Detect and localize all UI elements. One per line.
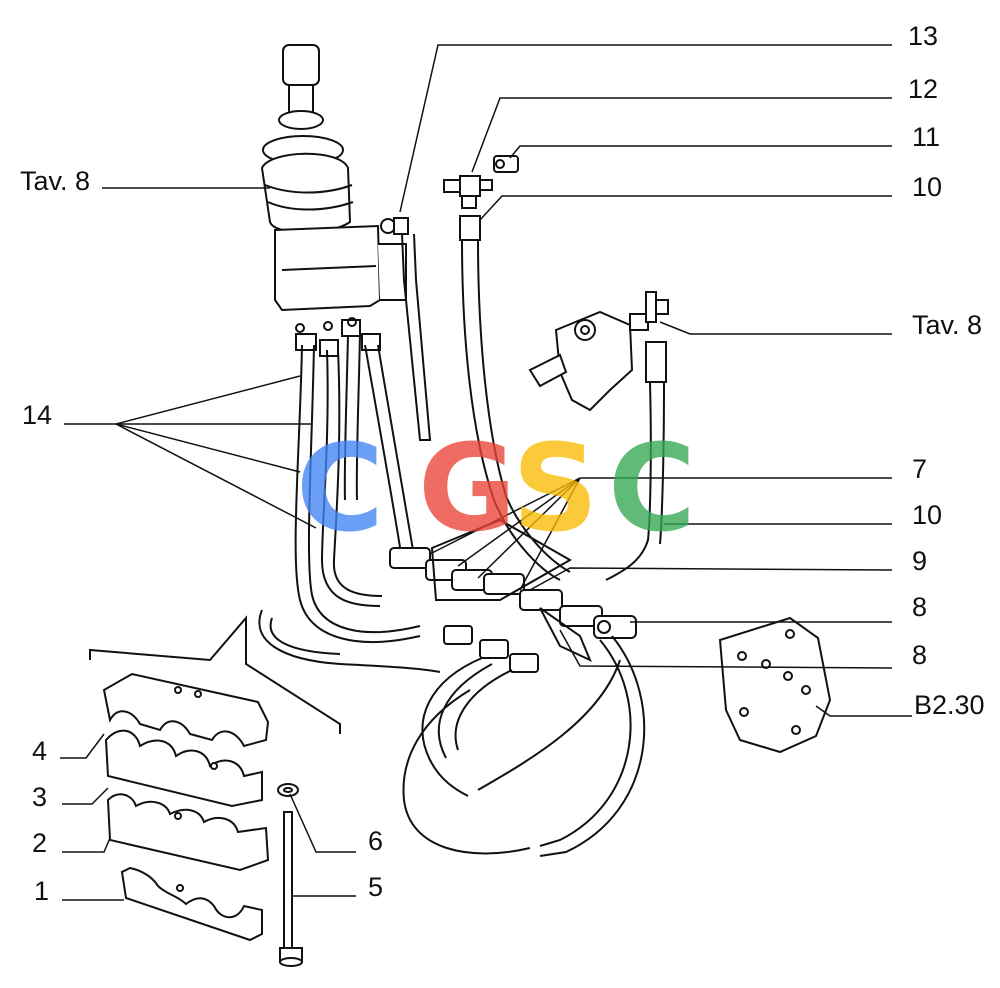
clamp-part-2 — [106, 793, 270, 872]
quick-couplers-9 — [389, 518, 603, 627]
label-8-b: 8 — [912, 640, 927, 670]
label-11: 11 — [912, 122, 940, 152]
hose-10-top — [459, 215, 571, 581]
watermark-letter-c1: C — [296, 420, 384, 559]
label-9: 9 — [912, 546, 927, 576]
leader-lines — [60, 44, 912, 901]
label-3: 3 — [32, 782, 47, 812]
clamp-part-4 — [102, 672, 270, 748]
lower-hoses — [402, 625, 646, 857]
watermark-letter-s: S — [512, 420, 598, 559]
label-1: 1 — [34, 876, 49, 906]
label-10-top: 10 — [912, 172, 942, 202]
bracket-plate-b230 — [718, 616, 832, 754]
label-14: 14 — [22, 400, 52, 430]
fitting-11 — [493, 155, 519, 173]
fitting-12 — [443, 175, 493, 209]
label-2: 2 — [32, 828, 47, 858]
label-b230: B2.30 — [914, 690, 985, 720]
label-13: 13 — [908, 21, 938, 51]
cgsc-watermark: C G S C — [296, 420, 696, 559]
watermark-letter-c2: C — [608, 420, 696, 559]
label-5: 5 — [368, 872, 383, 902]
valve-block-tav8 — [528, 291, 669, 581]
clamp-part-3 — [104, 729, 263, 808]
clamp-part-1 — [120, 866, 263, 942]
label-tav8-right: Tav. 8 — [912, 310, 982, 340]
label-8-a: 8 — [912, 592, 927, 622]
joystick-control-lever — [260, 44, 407, 333]
label-7: 7 — [912, 454, 927, 484]
hoses-group-14 — [258, 319, 441, 673]
label-4: 4 — [32, 736, 47, 766]
bolt-5 — [279, 811, 303, 967]
couplers-8 — [539, 607, 637, 662]
label-tav8-top: Tav. 8 — [20, 166, 90, 196]
clamp-callout-bracket — [89, 615, 341, 734]
washer-6 — [277, 783, 299, 797]
label-12: 12 — [908, 74, 938, 104]
label-10-mid: 10 — [912, 500, 942, 530]
callout-labels: Tav. 8 13 12 11 10 Tav. 8 14 7 10 9 8 8 … — [20, 21, 985, 906]
fitting-13 — [380, 217, 432, 441]
watermark-letter-g: G — [418, 420, 517, 559]
label-6: 6 — [368, 826, 383, 856]
